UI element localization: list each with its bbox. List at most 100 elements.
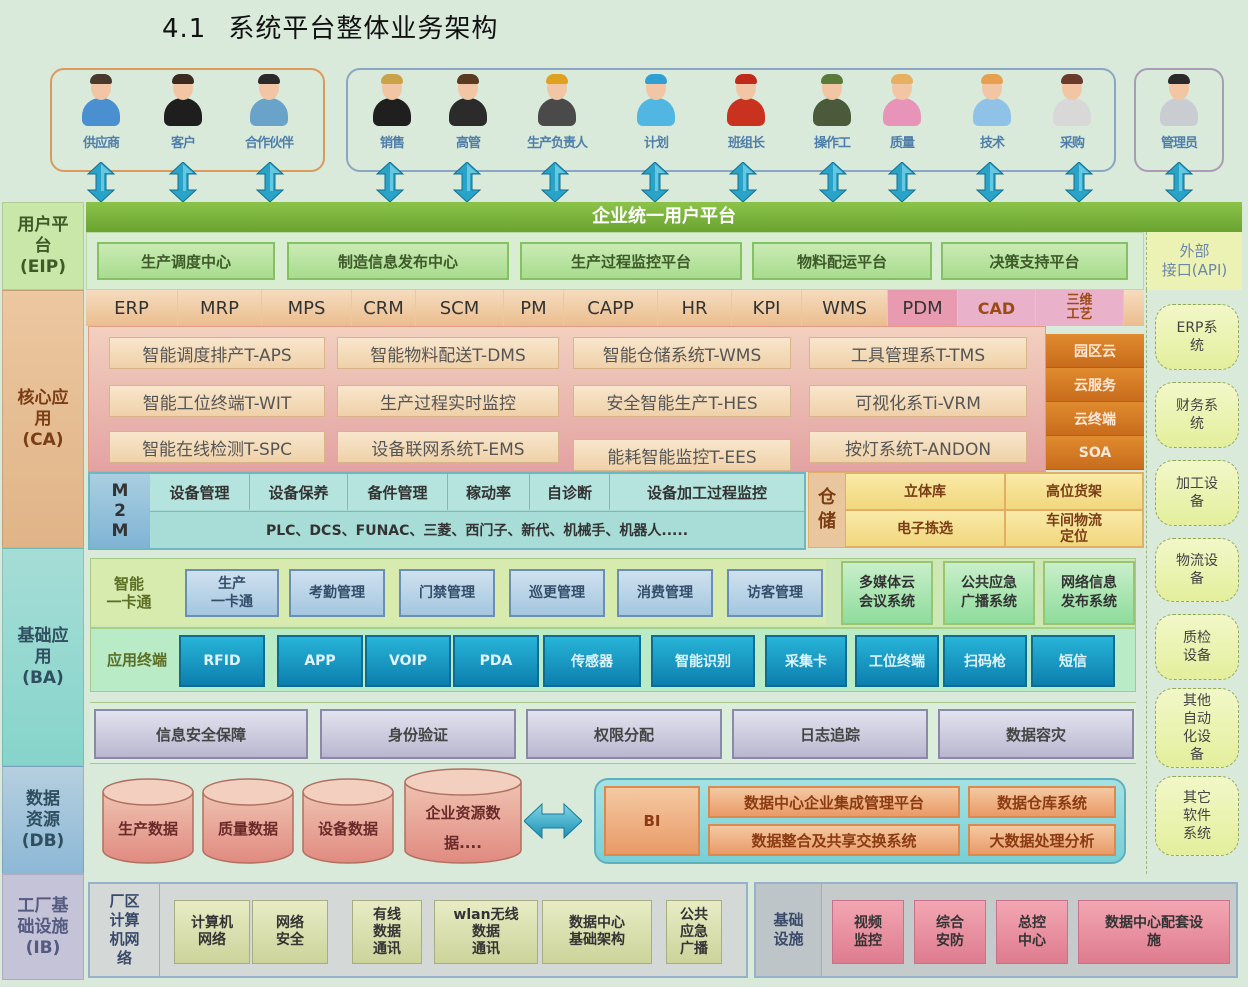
external-system-item[interactable]: 其他自动化设备 (1155, 688, 1239, 768)
terminal-item[interactable]: 扫码枪 (943, 635, 1027, 687)
role-external[interactable]: 供应商 (61, 74, 141, 151)
module-wms[interactable]: WMS (802, 290, 888, 326)
security-item[interactable]: 信息安全保障 (94, 709, 308, 759)
external-system-item[interactable]: 质检设备 (1155, 614, 1239, 680)
dc-item[interactable]: 数据中心企业集成管理平台 (708, 786, 960, 818)
eip-item[interactable]: 生产调度中心 (97, 242, 275, 280)
facility-item[interactable]: 综合安防 (914, 900, 986, 964)
module-pm[interactable]: PM (504, 290, 564, 326)
role-internal[interactable]: 班组长 (706, 74, 786, 151)
smart-system-item[interactable]: 安全智能生产T-HES (573, 385, 791, 417)
network-item[interactable]: 有线数据通讯 (352, 900, 422, 964)
network-item[interactable]: 数据中心基础架构 (542, 900, 652, 964)
security-item[interactable]: 身份验证 (320, 709, 516, 759)
smart-system-item[interactable]: 按灯系统T-ANDON (809, 431, 1027, 463)
terminal-item[interactable]: RFID (179, 635, 265, 687)
terminal-item[interactable]: 智能识别 (651, 635, 755, 687)
module-crm[interactable]: CRM (352, 290, 416, 326)
cloud-soa[interactable]: SOA (1046, 436, 1144, 470)
system-multimedia[interactable]: 多媒体云会议系统 (841, 561, 933, 625)
m2m-item[interactable]: 设备加工过程监控 (610, 474, 804, 510)
terminal-item[interactable]: 传感器 (543, 635, 641, 687)
card-item[interactable]: 门禁管理 (399, 569, 495, 617)
terminal-item[interactable]: VOIP (365, 635, 451, 687)
network-item[interactable]: 计算机网络 (174, 900, 250, 964)
system-info-publish[interactable]: 网络信息发布系统 (1043, 561, 1135, 625)
role-admin[interactable]: 管理员 (1139, 74, 1219, 151)
warehouse-item[interactable]: 电子拣选 (845, 510, 1005, 547)
network-item[interactable]: 公共应急广播 (666, 900, 722, 964)
module-3d-process[interactable]: 三维工艺 (1036, 290, 1124, 326)
smart-system-item[interactable]: 设备联网系统T-EMS (337, 431, 559, 463)
external-system-item[interactable]: 加工设备 (1155, 460, 1239, 526)
smart-system-item[interactable]: 生产过程实时监控 (337, 385, 559, 417)
module-capp[interactable]: CAPP (564, 290, 658, 326)
network-item[interactable]: 网络安全 (252, 900, 328, 964)
data-store[interactable]: 设备数据 (302, 778, 394, 864)
data-store[interactable]: 质量数据 (202, 778, 294, 864)
role-external[interactable]: 合作伙伴 (229, 74, 309, 151)
smart-system-item[interactable]: 智能仓储系统T-WMS (573, 337, 791, 369)
m2m-item[interactable]: 备件管理 (348, 474, 448, 510)
module-mrp[interactable]: MRP (178, 290, 262, 326)
card-item-production[interactable]: 生产一卡通 (185, 569, 279, 617)
dc-item[interactable]: 数据整合及共享交换系统 (708, 824, 960, 856)
security-item[interactable]: 权限分配 (526, 709, 722, 759)
terminal-item[interactable]: APP (277, 635, 363, 687)
cloud-terminal[interactable]: 云终端 (1046, 402, 1144, 436)
card-item[interactable]: 访客管理 (727, 569, 823, 617)
m2m-item[interactable]: 稼动率 (448, 474, 530, 510)
eip-item[interactable]: 制造信息发布中心 (287, 242, 509, 280)
m2m-item[interactable]: 设备保养 (250, 474, 348, 510)
smart-system-item[interactable]: 智能物料配送T-DMS (337, 337, 559, 369)
role-internal[interactable]: 计划 (616, 74, 696, 151)
dc-item[interactable]: 数据仓库系统 (968, 786, 1116, 818)
terminal-item[interactable]: 工位终端 (855, 635, 939, 687)
smart-system-item[interactable]: 智能在线检测T-SPC (109, 431, 325, 463)
network-item[interactable]: wlan无线数据通讯 (434, 900, 538, 964)
role-internal[interactable]: 操作工 (792, 74, 872, 151)
facility-item[interactable]: 视频监控 (832, 900, 904, 964)
m2m-item[interactable]: 自诊断 (530, 474, 610, 510)
terminal-item[interactable]: 短信 (1031, 635, 1115, 687)
external-system-item[interactable]: 财务系统 (1155, 382, 1239, 448)
card-item[interactable]: 巡更管理 (509, 569, 605, 617)
external-system-item[interactable]: 物流设备 (1155, 538, 1239, 602)
warehouse-item[interactable]: 立体库 (845, 473, 1005, 510)
facility-item[interactable]: 数据中心配套设施 (1078, 900, 1230, 964)
module-mps[interactable]: MPS (262, 290, 352, 326)
module-scm[interactable]: SCM (416, 290, 504, 326)
cloud-service[interactable]: 云服务 (1046, 368, 1144, 402)
terminal-item[interactable]: 采集卡 (765, 635, 847, 687)
warehouse-item[interactable]: 高位货架 (1005, 473, 1143, 510)
role-internal[interactable]: 生产负责人 (517, 74, 597, 151)
dc-item[interactable]: 大数据处理分析 (968, 824, 1116, 856)
external-system-item[interactable]: ERP系统 (1155, 304, 1239, 370)
role-internal[interactable]: 采购 (1032, 74, 1112, 151)
system-broadcast[interactable]: 公共应急广播系统 (943, 561, 1035, 625)
module-erp[interactable]: ERP (86, 290, 178, 326)
module-pdm[interactable]: PDM (888, 290, 958, 326)
module-cad[interactable]: CAD (958, 290, 1036, 326)
data-store[interactable]: 生产数据 (102, 778, 194, 864)
enterprise-data-store[interactable]: 企业资源数据.... (404, 768, 522, 864)
bi-box[interactable]: BI (604, 786, 700, 856)
m2m-item[interactable]: 设备管理 (150, 474, 250, 510)
external-system-item[interactable]: 其它软件系统 (1155, 776, 1239, 856)
role-internal[interactable]: 技术 (952, 74, 1032, 151)
card-item[interactable]: 消费管理 (617, 569, 713, 617)
card-item[interactable]: 考勤管理 (289, 569, 385, 617)
module-hr[interactable]: HR (658, 290, 732, 326)
cloud-park[interactable]: 园区云 (1046, 334, 1144, 368)
facility-item[interactable]: 总控中心 (996, 900, 1068, 964)
smart-system-item[interactable]: 工具管理系T-TMS (809, 337, 1027, 369)
role-internal[interactable]: 高管 (428, 74, 508, 151)
role-external[interactable]: 客户 (143, 74, 223, 151)
eip-item[interactable]: 物料配运平台 (752, 242, 932, 280)
role-internal[interactable]: 销售 (352, 74, 432, 151)
eip-item[interactable]: 生产过程监控平台 (520, 242, 742, 280)
terminal-item[interactable]: PDA (453, 635, 539, 687)
eip-item[interactable]: 决策支持平台 (941, 242, 1128, 280)
smart-system-item[interactable]: 智能调度排产T-APS (109, 337, 325, 369)
smart-system-item[interactable]: 能耗智能监控T-EES (573, 439, 791, 471)
